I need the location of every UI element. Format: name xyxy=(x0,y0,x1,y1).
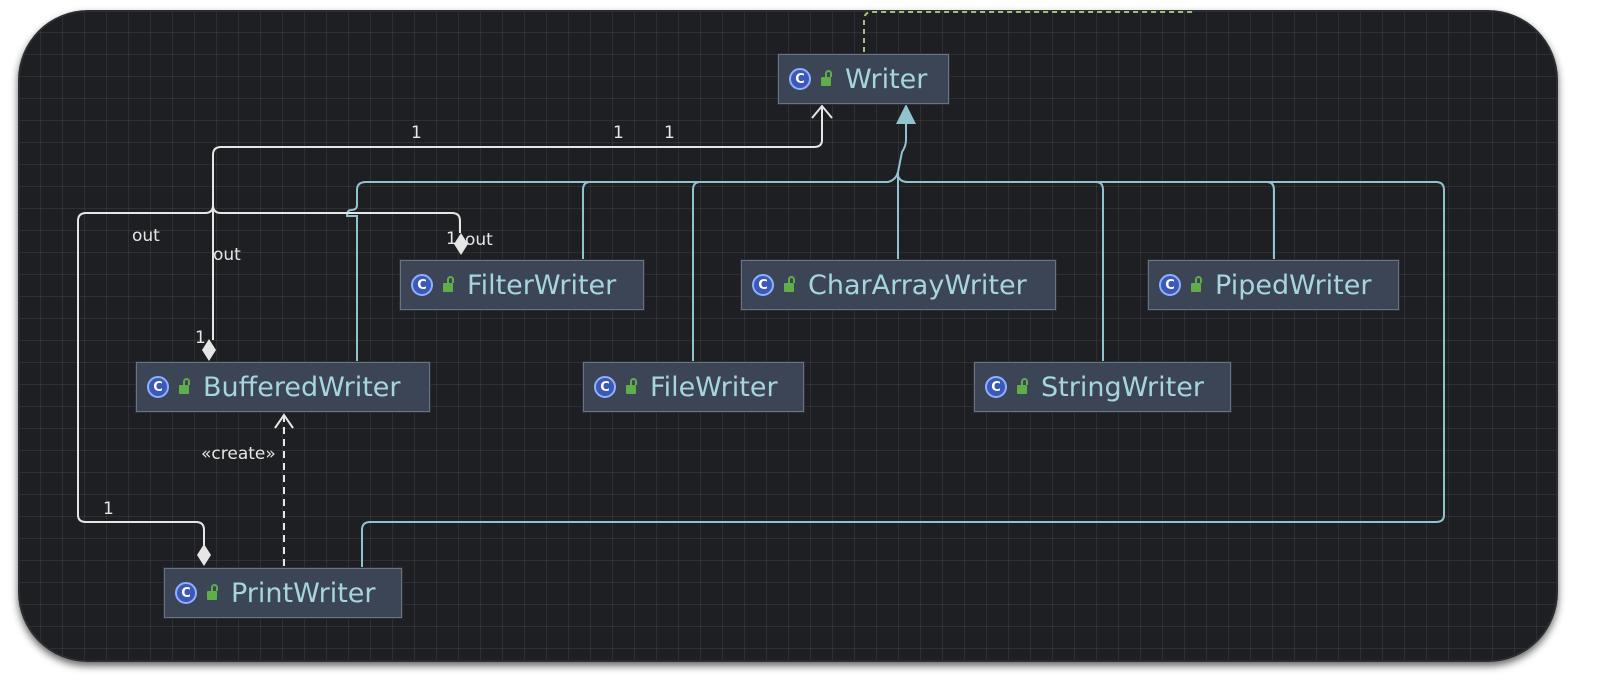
class-name: FileWriter xyxy=(650,371,778,403)
class-node-printwriter[interactable]: C PrintWriter xyxy=(164,568,402,618)
class-node-filewriter[interactable]: C FileWriter xyxy=(583,362,804,412)
composition-diamond-print xyxy=(197,544,211,566)
class-name: FilterWriter xyxy=(467,269,617,301)
class-name: StringWriter xyxy=(1041,371,1204,403)
class-node-bufferedwriter[interactable]: C BufferedWriter xyxy=(136,362,430,412)
class-name: PipedWriter xyxy=(1215,269,1372,301)
class-icon: C xyxy=(1159,274,1181,296)
association-arrowhead xyxy=(811,104,833,119)
class-icon: C xyxy=(789,68,811,90)
lock-icon xyxy=(821,69,832,86)
composition-diamond-buffered xyxy=(202,339,216,361)
class-icon: C xyxy=(985,376,1007,398)
class-icon: C xyxy=(147,376,169,398)
class-name: Writer xyxy=(845,63,928,95)
composition-diamond-filter xyxy=(454,233,468,255)
lock-icon xyxy=(443,275,454,292)
create-arrowhead xyxy=(274,413,294,429)
lock-icon xyxy=(1191,275,1202,292)
class-node-filterwriter[interactable]: C FilterWriter xyxy=(400,260,644,310)
class-name: PrintWriter xyxy=(231,577,376,609)
lock-icon xyxy=(207,583,218,600)
multiplicity-label: 1 xyxy=(613,123,624,143)
class-icon: C xyxy=(411,274,433,296)
class-node-chararraywriter[interactable]: C CharArrayWriter xyxy=(741,260,1056,310)
class-icon: C xyxy=(594,376,616,398)
multiplicity-label: 1 xyxy=(411,123,422,143)
class-node-pipedwriter[interactable]: C PipedWriter xyxy=(1148,260,1399,310)
multiplicity-label: 1 xyxy=(664,123,675,143)
class-icon: C xyxy=(752,274,774,296)
stereotype-label: «create» xyxy=(201,444,276,464)
lock-icon xyxy=(626,377,637,394)
role-label: out xyxy=(465,230,493,250)
role-label: out xyxy=(132,226,160,246)
inheritance-arrowhead xyxy=(896,104,916,124)
multiplicity-label: 1 xyxy=(195,328,206,348)
association-edges xyxy=(77,106,823,545)
diagram-canvas xyxy=(18,10,1558,662)
class-name: CharArrayWriter xyxy=(808,269,1027,301)
lock-icon xyxy=(784,275,795,292)
role-label: out xyxy=(213,245,241,265)
multiplicity-label: 1 xyxy=(446,229,457,249)
class-node-stringwriter[interactable]: C StringWriter xyxy=(974,362,1231,412)
inheritance-edges xyxy=(345,118,1445,568)
lock-icon xyxy=(1017,377,1028,394)
class-icon: C xyxy=(175,582,197,604)
dependency-edge-top xyxy=(863,11,1195,52)
lock-icon xyxy=(179,377,190,394)
class-name: BufferedWriter xyxy=(203,371,401,403)
class-node-writer[interactable]: C Writer xyxy=(778,54,949,104)
multiplicity-label: 1 xyxy=(103,499,114,519)
